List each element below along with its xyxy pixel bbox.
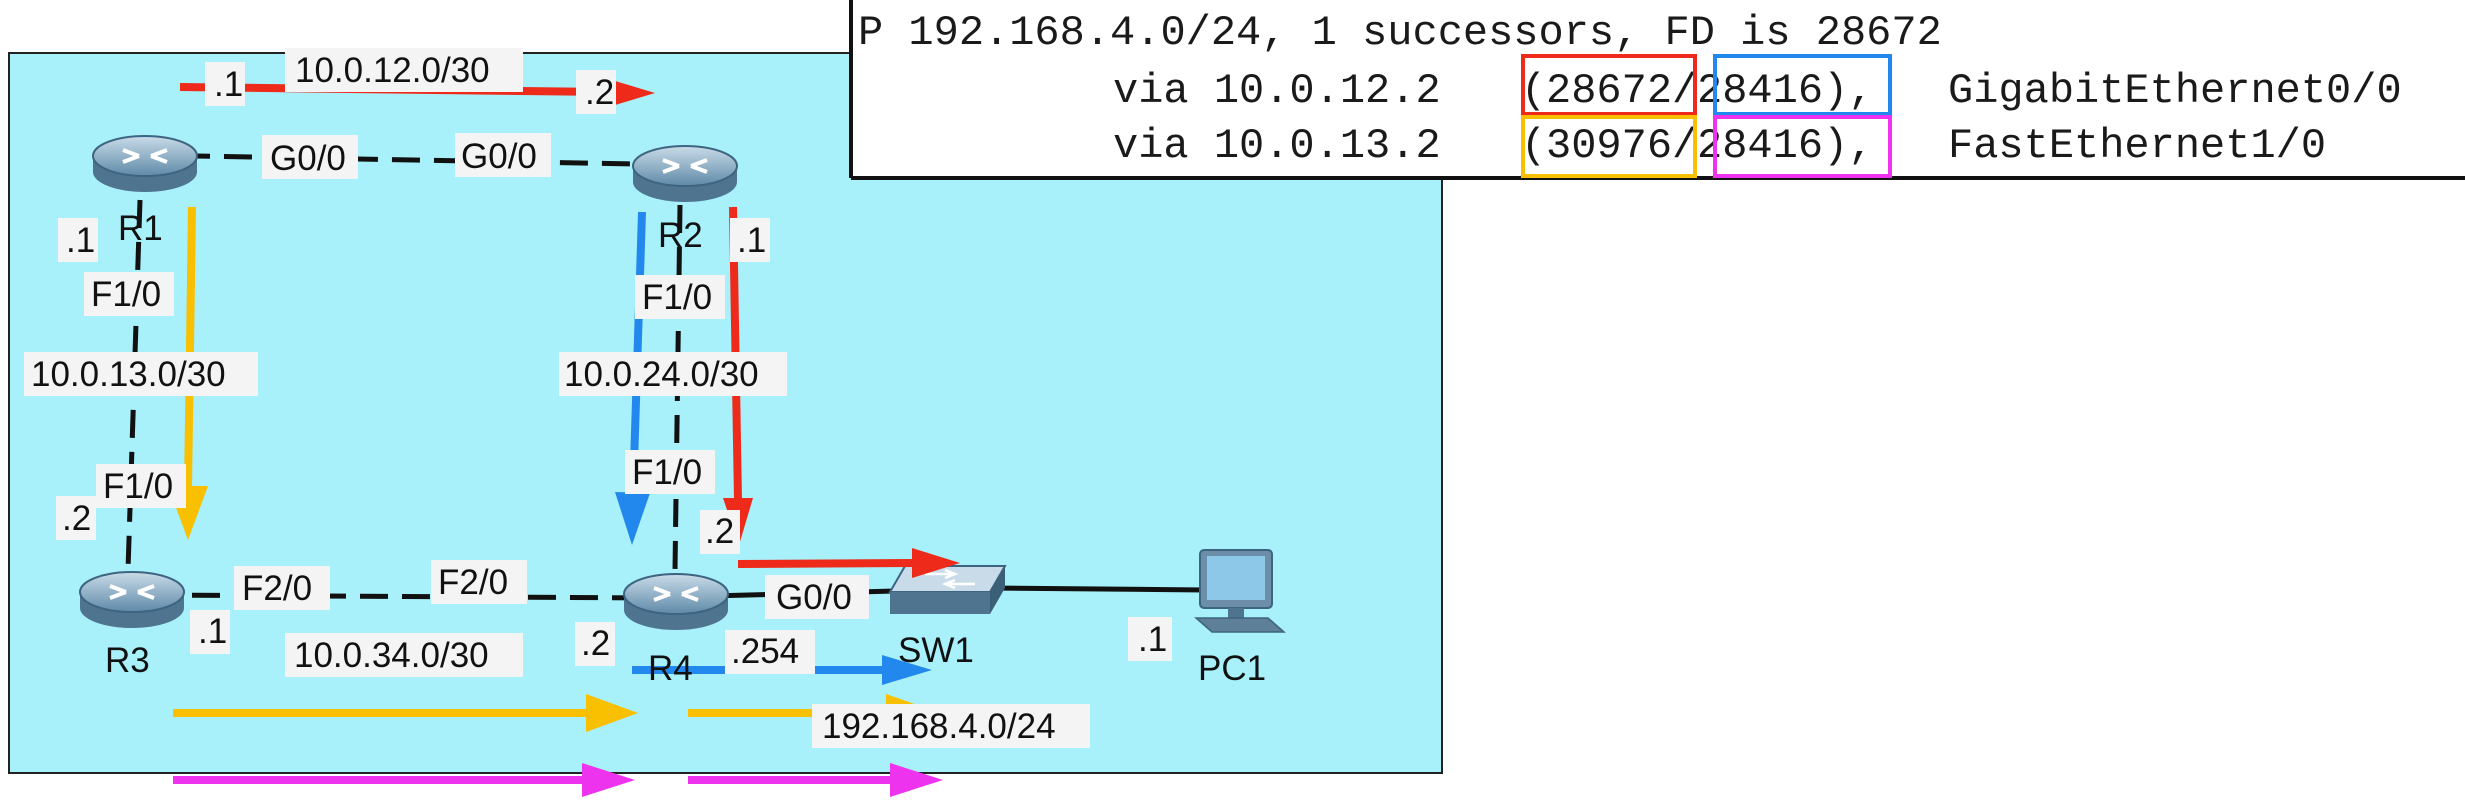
router-r4-label: R4 [648,649,693,688]
subnet-labels: 10.0.12.0/30 10.0.13.0/30 10.0.24.0/30 1… [24,48,1090,748]
route-output-ad-1: 28416 [1697,67,1823,115]
pc-pc1-label: PC1 [1198,649,1266,688]
router-r2[interactable] [631,144,739,204]
route-output-fd-1: 28672 [1546,67,1672,115]
host-id-r4-lan: .254 [731,632,799,671]
highlight-fd-via-r3 [1521,115,1697,178]
host-id-labels: .1 .2 .1 .2 .1 .2 .1 .2 .254 .1 [56,62,1172,674]
interface-label-r3-f10: F1/0 [103,467,173,506]
interface-label-r4-g00: G0/0 [776,578,852,617]
subnet-label-r1-r2: 10.0.12.0/30 [295,51,490,90]
router-r1[interactable] [91,134,199,194]
interface-label-r2-f10: F1/0 [642,278,712,317]
arrow-magenta-r3-to-r4 [173,763,635,797]
interface-label-r1-g00: G0/0 [270,139,346,178]
highlight-ad-via-r3 [1713,115,1892,178]
host-id-r3-to-r4: .1 [198,612,227,651]
interface-label-r4-f10: F1/0 [632,453,702,492]
arrow-yellow-r3-to-r4 [173,694,638,732]
route-output-panel: P 192.168.4.0/24, 1 successors, FD is 28… [849,0,2465,180]
router-r1-label: R1 [118,209,163,248]
subnet-label-r3-r4: 10.0.34.0/30 [294,636,489,675]
route-output-paren-close-2: ), [1823,122,1873,170]
interface-label-r4-f20: F2/0 [438,563,508,602]
interface-label-r2-g00: G0/0 [461,137,537,176]
route-output-ad-2: 28416 [1697,122,1823,170]
route-output-paren-open-1: ( [1521,67,1546,115]
route-output-paren-close-1: ), [1823,67,1873,115]
host-id-pc-lan: .1 [1138,620,1167,659]
route-output-via-2: via 10.0.13.2 [1113,122,1441,170]
route-output-paren-open-2: ( [1521,122,1546,170]
router-r4[interactable] [622,572,730,632]
route-output-header: P 192.168.4.0/24, 1 successors, FD is 28… [858,9,1942,57]
link-sw1-pc1 [989,585,1206,593]
switch-sw1-label: SW1 [898,631,974,670]
host-id-r4-to-r2: .2 [705,512,734,551]
highlight-ad-via-r2 [1713,54,1892,116]
interface-labels: G0/0 G0/0 F1/0 F1/0 F1/0 F1/0 F2/0 F2/0 … [84,133,869,619]
arrow-magenta-r4-to-lan [688,763,943,797]
router-r2-label: R2 [658,216,703,255]
route-output-via-1: via 10.0.12.2 [1113,67,1441,115]
host-id-r1-to-r3: .1 [66,221,95,260]
switch-sw1[interactable] [888,565,1007,614]
host-id-r2-to-r1: .2 [585,73,614,112]
route-output-background [851,0,2465,178]
link-r1-r2 [139,152,691,168]
interface-label-r3-f20: F2/0 [242,569,312,608]
pc-pc1[interactable] [1194,549,1286,633]
route-output-iface-1: GigabitEthernet0/0 [1948,67,2402,115]
host-id-r2-to-r4: .1 [737,221,766,260]
highlight-fd-via-r2 [1521,54,1697,116]
route-output-fd-2: 30976 [1546,122,1672,170]
interface-label-r1-f10: F1/0 [91,275,161,314]
flow-arrows [168,78,960,797]
host-id-r4-to-r3: .2 [581,624,610,663]
arrow-red-r4-to-sw1 [737,548,960,578]
host-id-r3-to-r1: .2 [62,499,91,538]
subnet-label-r1-r3: 10.0.13.0/30 [31,355,226,394]
host-id-r1-to-r2: .1 [214,65,243,104]
router-r3[interactable] [78,570,186,630]
subnet-label-lan: 192.168.4.0/24 [822,707,1056,746]
router-r3-label: R3 [105,641,150,680]
route-output-iface-2: FastEthernet1/0 [1948,122,2326,170]
subnet-label-r2-r4: 10.0.24.0/30 [564,355,759,394]
device-names: R1 R2 R3 R4 SW1 PC1 [105,209,1266,688]
